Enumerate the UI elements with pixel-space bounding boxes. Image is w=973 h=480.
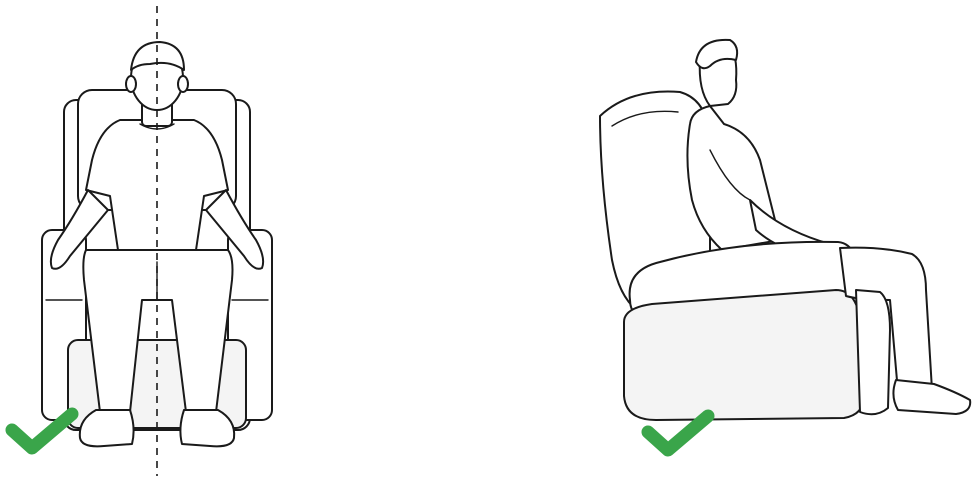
front-view-illustration [0,0,340,480]
side-view-illustration [560,0,973,480]
person-in-recliner-side-icon [560,0,973,480]
person-in-recliner-front-icon [0,0,340,480]
checkmark-icon [12,414,72,448]
checkmark-icon [648,416,708,450]
